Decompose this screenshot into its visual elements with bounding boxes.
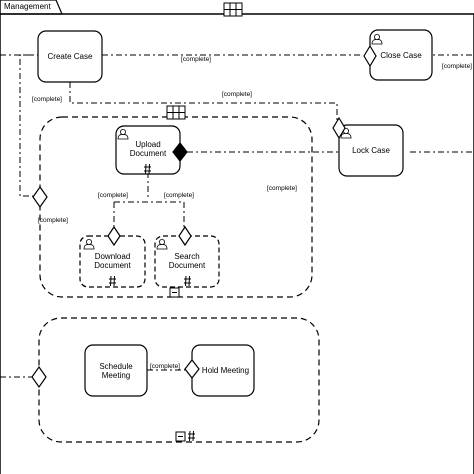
stage2-collapse-marker-icon[interactable] bbox=[175, 431, 186, 442]
sentry-entry-icon bbox=[332, 116, 346, 140]
user-task-icon bbox=[156, 239, 168, 250]
task-lock-case[interactable] bbox=[338, 124, 404, 177]
sentry-entry-icon bbox=[107, 225, 121, 247]
collapse-marker-icon[interactable] bbox=[169, 287, 180, 298]
task-label-upload-document: Upload Document bbox=[129, 140, 167, 158]
meeting-stage[interactable] bbox=[38, 317, 320, 443]
hash-repetition-icon bbox=[184, 275, 191, 287]
table-marker-icon bbox=[223, 2, 243, 17]
hash-repetition-icon bbox=[109, 275, 116, 287]
task-label-hold-meeting: Hold Meeting bbox=[201, 366, 250, 375]
stage2-hash-repetition-icon bbox=[188, 430, 195, 442]
user-task-icon bbox=[117, 129, 129, 140]
user-task-icon bbox=[83, 239, 95, 250]
sentries[interactable] bbox=[31, 44, 377, 389]
task-schedule-meeting[interactable] bbox=[84, 344, 148, 397]
condition-label: [complete] bbox=[150, 363, 180, 370]
condition-label: [complete] bbox=[222, 91, 252, 98]
user-task-icons bbox=[83, 34, 383, 250]
task-label-search-document: Search Document bbox=[168, 252, 206, 270]
condition-label: [complete] bbox=[267, 185, 297, 192]
condition-label: [complete] bbox=[38, 217, 68, 224]
case-tab[interactable] bbox=[0, 0, 63, 15]
condition-label: [complete] bbox=[181, 56, 211, 63]
condition-label: [complete] bbox=[32, 96, 62, 103]
task-create-case[interactable] bbox=[37, 30, 103, 83]
hash-repetition-icons bbox=[109, 163, 191, 287]
sentry-entry-icon bbox=[31, 365, 47, 389]
task-label-close-case: Close Case bbox=[380, 50, 422, 60]
sentry-entry-icon bbox=[363, 44, 377, 68]
task-label-lock-case: Lock Case bbox=[352, 146, 390, 155]
task-label-create-case: Create Case bbox=[47, 52, 93, 61]
hash-repetition-icon bbox=[144, 163, 151, 175]
task-label-download-document: Download Document bbox=[94, 252, 131, 270]
sentry-entry-icon bbox=[32, 185, 48, 209]
user-task-icon bbox=[371, 34, 383, 45]
condition-label: [complete] bbox=[164, 192, 194, 199]
task-label-schedule-meeting: Schedule Meeting bbox=[99, 361, 133, 380]
sentry-entry-icon bbox=[184, 359, 200, 379]
sentry-entry-icon bbox=[178, 225, 192, 247]
sentry-exit-icon bbox=[172, 142, 188, 162]
condition-label: [complete] bbox=[98, 192, 128, 199]
connectors bbox=[0, 54, 474, 378]
stage-table-marker-icon bbox=[166, 105, 186, 120]
condition-label: [complete] bbox=[442, 63, 472, 70]
user-task-icon bbox=[340, 128, 352, 139]
case-tab-label: Management bbox=[4, 2, 51, 11]
